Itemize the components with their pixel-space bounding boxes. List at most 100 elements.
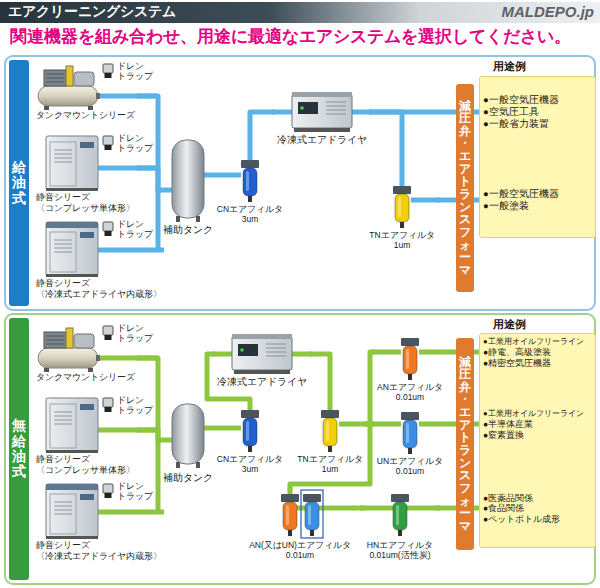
picture-space — [367, 490, 433, 540]
panel-outline — [5, 56, 595, 310]
drain-label: ドレン トラップ — [117, 324, 153, 344]
series-name: 静音シリーズ 〈冷凍式エアドライヤ内蔵形〉 — [36, 278, 162, 300]
air-pipe — [445, 422, 456, 427]
filter-figure — [241, 160, 419, 538]
picture-space — [377, 412, 443, 456]
page-title: エアクリーニングシステム — [8, 4, 176, 19]
band-label: 減圧弁・エアトランスフォーマ — [459, 356, 471, 533]
equipment-box: CNエアフィルタ3um — [215, 410, 285, 476]
air-pipe — [250, 112, 275, 160]
band-box: 給油式 — [9, 60, 29, 306]
air-pipe — [309, 354, 330, 410]
picture-space — [377, 338, 443, 382]
picture-space — [249, 490, 351, 540]
air-pipe — [445, 350, 456, 355]
component-name: 補助タンク — [163, 472, 213, 483]
drain-label: ドレン トラップ — [117, 482, 153, 502]
equipment-box: UNエアフィルタ0.01um — [375, 412, 445, 478]
equipment-box: 補助タンク — [161, 404, 215, 485]
component-name: AN(又はUN)エアフィルタ — [249, 540, 351, 550]
pipe-stub — [98, 96, 446, 512]
usage-heading: 用途例 — [493, 318, 526, 331]
equipment-box: 冷凍式エアドライヤ — [275, 92, 369, 148]
component-name: UNエアフィルタ — [377, 456, 443, 466]
picture-space — [217, 334, 307, 376]
drain-label: ドレン トラップ — [117, 396, 153, 416]
filter-rating: 1um — [297, 464, 362, 474]
drain-label: ドレン トラップ — [117, 134, 153, 154]
usage-item: ●食品関係 — [483, 503, 524, 514]
equipment-box: TNエアフィルタ1um — [295, 410, 364, 476]
usage-item: ●一般空気圧機器 — [483, 94, 559, 106]
equipment-box: CNエアフィルタ3um — [215, 160, 285, 226]
panel-outline — [5, 314, 595, 584]
picture-space — [277, 92, 367, 134]
header-bar — [0, 2, 600, 23]
series-name: タンクマウントシリーズ — [36, 110, 135, 121]
equipment-box: ANエアフィルタ0.01um — [375, 338, 445, 404]
series-name: 静音シリーズ 〈コンプレッサ単体形〉 — [36, 454, 135, 476]
component-name: HNエアフィルタ — [367, 540, 433, 550]
usage-item: ●精密空気圧機器 — [483, 358, 551, 369]
band-box: 減圧弁・エアトランスフォーマ — [456, 338, 474, 550]
usage-item: ●ペットボトル成形 — [483, 514, 560, 525]
equipment-box: TNエアフィルタ1um — [367, 186, 436, 252]
pipe-group — [137, 96, 479, 512]
filter-rating: 1um — [369, 240, 434, 250]
air-pipe — [158, 190, 164, 250]
usage-item: ●半導体産業 — [483, 419, 533, 430]
component-name: CNエアフィルタ — [217, 204, 283, 214]
usage-box: 用途例●一般空気圧機器●空気圧工具●一般省力装置●一般空気圧機器●一般塗装 — [479, 60, 596, 238]
picture-space — [163, 140, 213, 224]
component-name: CNエアフィルタ — [217, 454, 283, 464]
filter-rating: 3um — [217, 214, 283, 224]
compressor-figures — [38, 64, 113, 277]
usage-item: ●静電、高級塗装 — [483, 347, 551, 358]
component-name: TNエアフィルタ — [369, 230, 434, 240]
component-name: ANエアフィルタ — [377, 382, 443, 392]
air-pipe — [365, 352, 375, 424]
usage-item: ●工業用オイルフリーライン — [483, 409, 584, 420]
subtitle: 関連機器を組み合わせ、用途に最適なエアシステムを選択してください。 — [10, 27, 571, 47]
component-name: 補助タンク — [163, 224, 213, 235]
component-name: 冷凍式エアドライヤ — [217, 376, 307, 388]
usage-item: ●工業用オイルフリーライン — [483, 337, 584, 348]
usage-box: 用途例●工業用オイルフリーライン●静電、高級塗装●精密空気圧機器●工業用オイルフ… — [479, 318, 596, 548]
band-label: 減圧弁・エアトランスフォーマ — [459, 100, 471, 277]
picture-space — [217, 410, 283, 454]
air-pipe — [137, 168, 161, 190]
filter-rating: 0.01um — [377, 466, 443, 476]
filter-rating: 0.01um — [249, 550, 351, 560]
component-name: 冷凍式エアドライヤ — [277, 134, 367, 146]
usage-item: ●空気圧工具 — [483, 106, 539, 118]
filter-rating: 3um — [217, 464, 283, 474]
series-name: 静音シリーズ 〈冷凍式エアドライヤ内蔵形〉 — [36, 540, 162, 562]
drain-label: ドレン トラップ — [117, 220, 153, 240]
picture-space — [297, 410, 362, 454]
watermark: MALDEPO.jp — [502, 3, 595, 21]
equipment-box: HNエアフィルタ0.01um(活性炭) — [365, 490, 435, 562]
usage-item: ●一般省力装置 — [483, 118, 549, 130]
usage-item: ●医薬品関係 — [483, 493, 533, 504]
picture-space — [163, 404, 213, 472]
band-label: 給油式 — [12, 160, 26, 206]
usage-item: ●一般塗装 — [483, 200, 529, 212]
band-box: 減圧弁・エアトランスフォーマ — [456, 84, 474, 292]
tank-figure — [172, 140, 204, 468]
series-name: タンクマウントシリーズ — [36, 372, 135, 383]
band-box: 無給油式 — [9, 318, 29, 580]
filter-rating: 0.01um — [377, 392, 443, 402]
filter-rating: 0.01um(活性炭) — [367, 550, 433, 560]
equipment-box: AN(又はUN)エアフィルタ0.01um — [247, 490, 353, 562]
picture-space — [369, 186, 434, 230]
equipment-box: 冷凍式エアドライヤ — [215, 334, 309, 390]
band-label: 無給油式 — [12, 418, 26, 480]
usage-heading: 用途例 — [493, 60, 526, 73]
drain-label: ドレン トラップ — [117, 62, 153, 82]
usage-item: ●一般空気圧機器 — [483, 188, 559, 200]
air-pipe — [369, 112, 402, 186]
series-name: 静音シリーズ 〈コンプレッサ単体形〉 — [36, 192, 135, 214]
equipment-box: 補助タンク — [161, 140, 215, 237]
usage-item: ●窒素置換 — [483, 430, 524, 441]
picture-space — [217, 160, 283, 204]
